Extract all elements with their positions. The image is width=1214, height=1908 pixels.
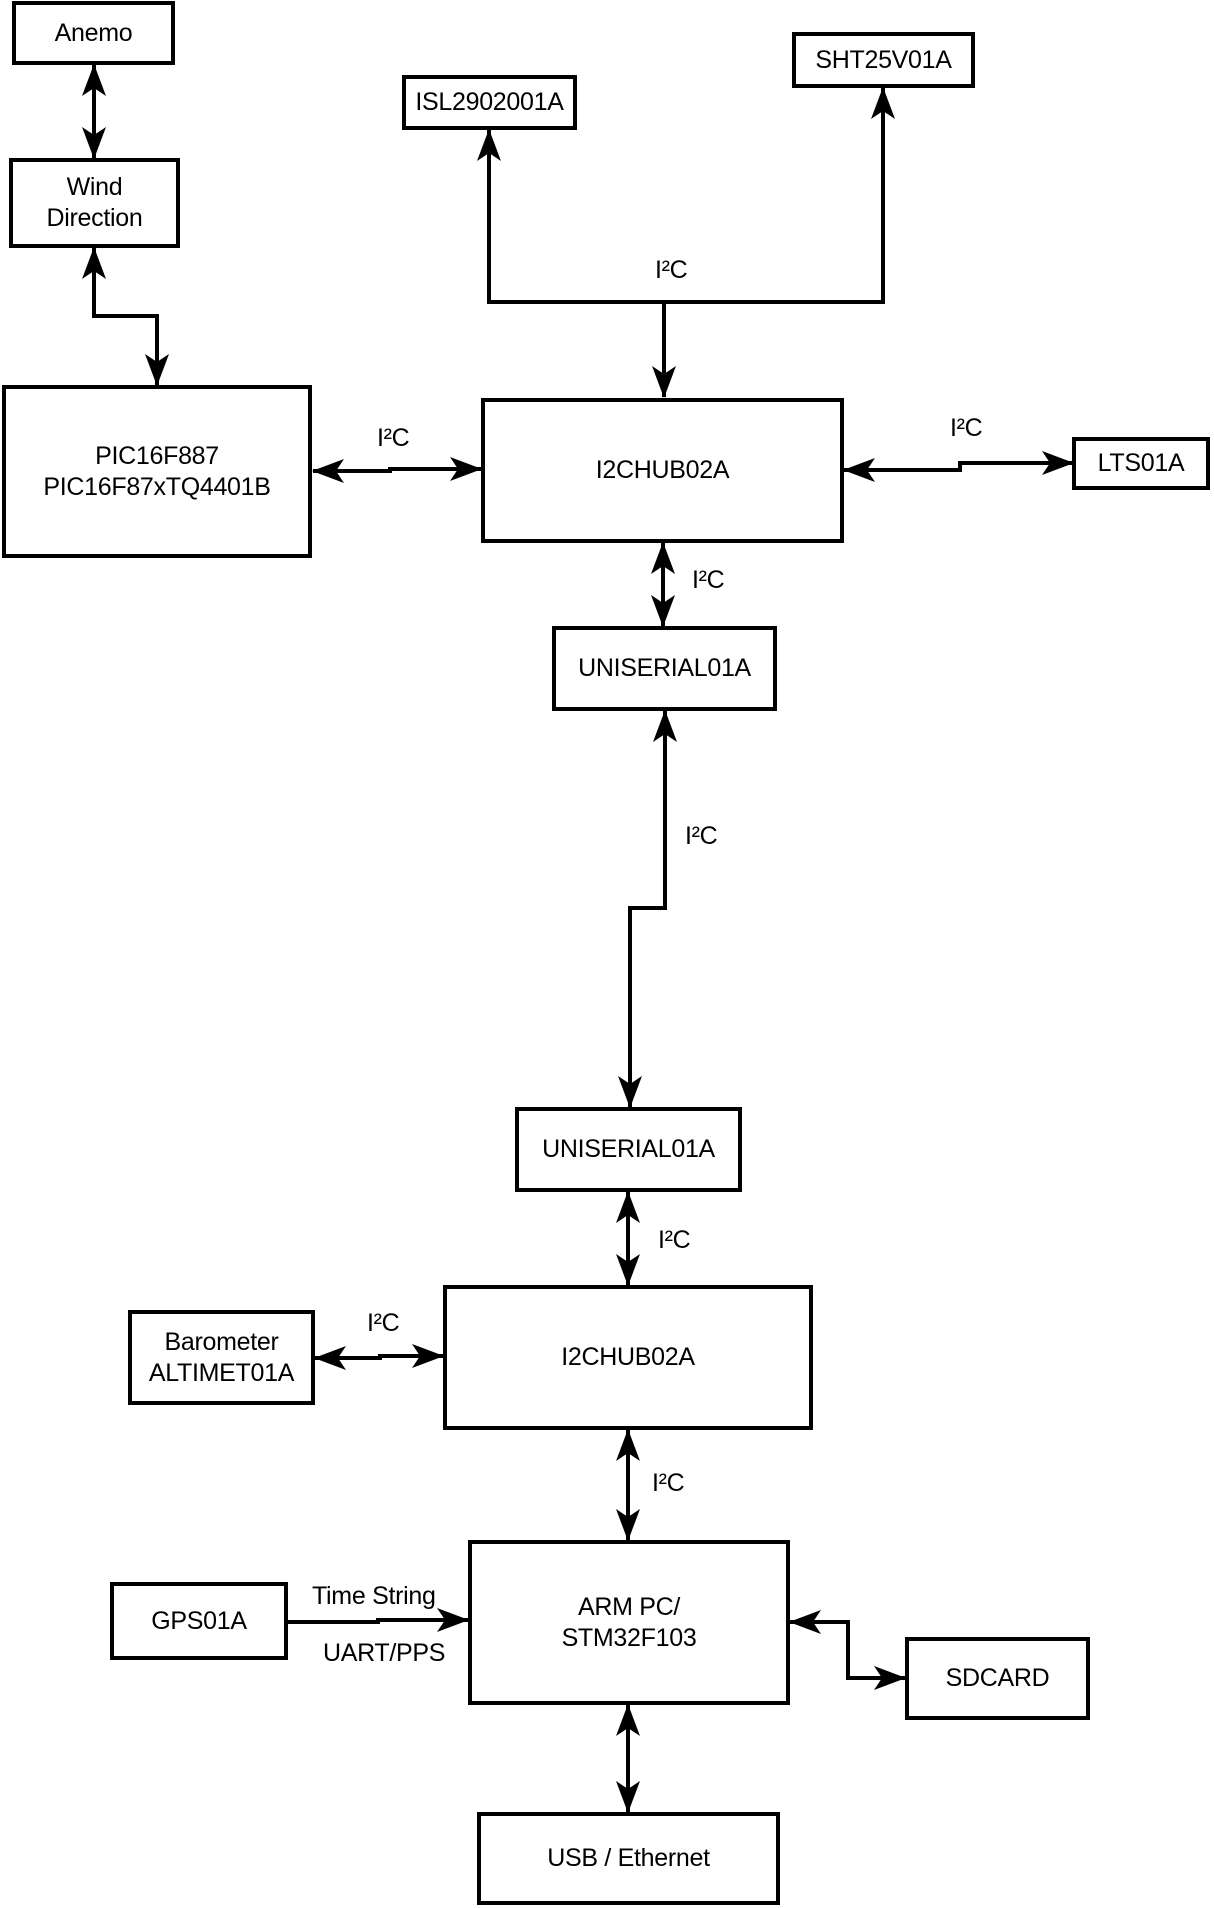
node-arm-pc: ARM PC/ STM32F103: [468, 1540, 790, 1705]
edge-label-bus-top-i2c: I²C: [655, 256, 688, 284]
node-uniserial01a-top-label: UNISERIAL01A: [578, 654, 751, 682]
node-pic16f887-label-line1: PIC16F887: [95, 441, 219, 470]
node-sdcard-label: SDCARD: [945, 1664, 1050, 1692]
node-wind-direction-label-line2: Direction: [46, 204, 143, 232]
node-usb-ethernet: USB / Ethernet: [477, 1812, 780, 1905]
edge-label-pic-hub-i2c: I²C: [377, 424, 410, 452]
node-barometer-label-line1: Barometer: [164, 1327, 279, 1356]
edge-label-uniserial-uniserial-i2c: I²C: [685, 822, 718, 850]
edge-barometer-i2chub-bottom: [314, 1344, 444, 1370]
edge-armpc-sdcard: [789, 1610, 906, 1690]
edge-winddirection-pic: [82, 247, 169, 386]
edge-pic-i2chub-top: [312, 457, 482, 483]
node-pic16f887-label-line2: PIC16F87xTQ4401B: [43, 472, 271, 501]
node-lts01a: LTS01A: [1072, 437, 1210, 490]
edge-i2chub-top-lts: [843, 451, 1074, 482]
node-i2chub02a-bottom: I2CHUB02A: [443, 1285, 813, 1430]
edge-label-gps-arm-time-string: Time String: [312, 1582, 436, 1610]
edge-label-gps-arm-uart-pps: UART/PPS: [323, 1639, 446, 1667]
node-pic16f887: PIC16F887 PIC16F87xTQ4401B: [2, 385, 312, 558]
node-isl2902001a-label: ISL2902001A: [415, 88, 564, 116]
node-i2chub02a-top-label: I2CHUB02A: [595, 456, 730, 484]
node-anemo: Anemo: [12, 1, 175, 65]
node-arm-pc-label-line1: ARM PC/: [577, 1592, 681, 1621]
node-usb-ethernet-label: USB / Ethernet: [547, 1844, 710, 1872]
node-i2chub02a-bottom-label: I2CHUB02A: [561, 1343, 695, 1371]
node-barometer-altimet01a: Barometer ALTIMET01A: [128, 1310, 315, 1405]
node-wind-direction-label-line1: Wind: [66, 173, 123, 201]
node-sht25v01a-label: SHT25V01A: [815, 45, 952, 74]
node-i2chub02a-top: I2CHUB02A: [481, 398, 844, 543]
node-wind-direction: Wind Direction: [9, 158, 180, 248]
node-isl2902001a: ISL2902001A: [402, 75, 577, 130]
node-anemo-label: Anemo: [54, 18, 133, 47]
node-uniserial01a-top: UNISERIAL01A: [552, 626, 777, 711]
edge-i2c-bus-isl-sht: [477, 87, 895, 304]
node-sdcard: SDCARD: [905, 1637, 1090, 1720]
edge-label-uniserial-hub2-i2c: I²C: [658, 1226, 691, 1254]
node-uniserial01a-bottom: UNISERIAL01A: [515, 1107, 742, 1192]
edge-gps-armpc: [288, 1608, 469, 1632]
node-gps01a-label: GPS01A: [151, 1606, 247, 1635]
node-arm-pc-label-line2: STM32F103: [561, 1623, 697, 1652]
edge-label-hub-uniserial-i2c: I²C: [692, 566, 725, 594]
edge-label-barometer-hub2-i2c: I²C: [367, 1309, 400, 1337]
edge-uniserial-top-uniserial-bottom: [618, 710, 677, 1108]
edge-label-hub2-arm-i2c: I²C: [652, 1469, 685, 1497]
node-gps01a: GPS01A: [110, 1582, 288, 1660]
node-sht25v01a: SHT25V01A: [792, 32, 975, 88]
node-lts01a-label: LTS01A: [1097, 449, 1185, 477]
node-barometer-label-line2: ALTIMET01A: [148, 1358, 295, 1387]
edge-label-hub-lts-i2c: I²C: [950, 414, 983, 442]
node-uniserial01a-bottom-label: UNISERIAL01A: [542, 1135, 715, 1163]
